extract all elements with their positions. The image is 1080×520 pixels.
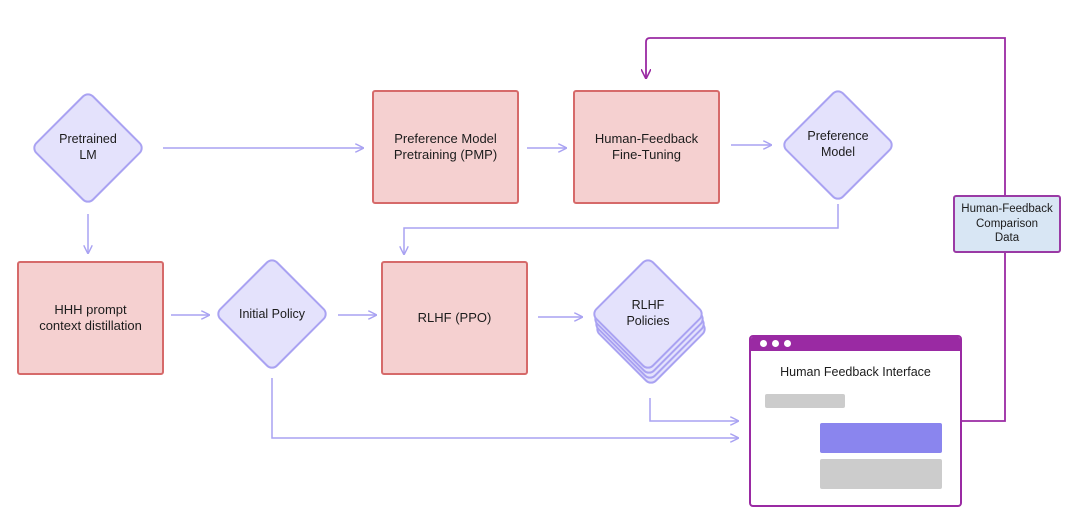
chat-message-placeholder (765, 394, 845, 408)
window-dot-icon (760, 340, 767, 347)
human-feedback-interface-window: Human Feedback Interface (749, 335, 962, 507)
chat-response-a-placeholder (820, 423, 942, 453)
hhh-distillation-box: HHH prompt context distillation (17, 261, 164, 375)
window-dot-icon (772, 340, 779, 347)
pretrained-lm-label: Pretrained LM (59, 132, 117, 162)
comparison-data-box: Human-Feedback Comparison Data (953, 195, 1061, 253)
rlhf-policies-label: RLHF Policies (626, 298, 670, 328)
pmp-box: Preference Model Pretraining (PMP) (372, 90, 519, 204)
rlhf-ppo-box: RLHF (PPO) (381, 261, 528, 375)
feedback-loop-line (646, 37, 1006, 422)
window-dot-icon (784, 340, 791, 347)
initial-policy-label: Initial Policy (239, 307, 305, 322)
hf-finetuning-box: Human-Feedback Fine-Tuning (573, 90, 720, 204)
chat-response-b-placeholder (820, 459, 942, 489)
preference-model-label: Preference Model (807, 129, 869, 159)
arrow-initial-policy-to-interface (271, 378, 738, 438)
arrow-preference-model-to-rlhf (404, 204, 839, 254)
window-title-bar (751, 337, 960, 351)
arrow-policies-to-interface (649, 398, 738, 421)
interface-title: Human Feedback Interface (780, 365, 931, 379)
